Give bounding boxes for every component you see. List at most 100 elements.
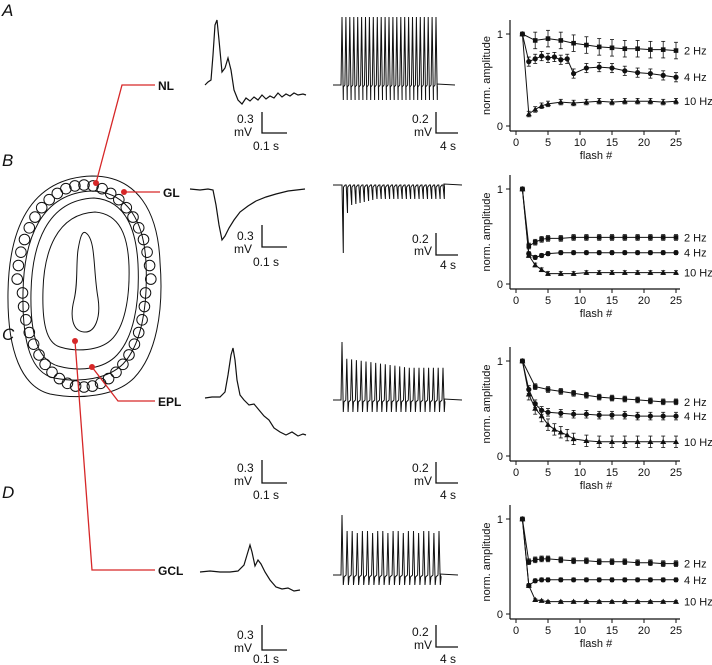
- panel-label-a: A: [1, 1, 13, 20]
- data-point: [635, 397, 640, 403]
- data-point: [647, 98, 654, 104]
- y-axis-label: norm. amplitude: [481, 193, 493, 272]
- panel-label-b: B: [2, 151, 13, 170]
- data-point: [557, 598, 564, 604]
- data-point: [545, 270, 551, 276]
- y-tick-label: 1: [497, 29, 503, 41]
- data-point: [539, 556, 544, 562]
- glomerulus: [33, 349, 45, 361]
- x-tick-label: 25: [670, 295, 682, 307]
- data-point: [673, 48, 679, 53]
- data-point: [545, 421, 551, 427]
- region-label-gcl: GCL: [158, 564, 183, 578]
- data-point: [571, 250, 577, 256]
- data-point: [609, 577, 615, 583]
- data-point: [660, 561, 666, 566]
- train-amp-label-epl: 0.2: [412, 461, 429, 475]
- time-label-nl: 0.1 s: [253, 139, 279, 153]
- data-point: [583, 437, 590, 443]
- data-point: [584, 235, 589, 240]
- data-point: [621, 269, 628, 275]
- x-tick-label: 15: [606, 137, 618, 149]
- glomerulus: [20, 314, 32, 326]
- glomerulus: [27, 338, 40, 351]
- x-tick-label: 10: [574, 625, 586, 637]
- time-label-gcl: 0.1 s: [253, 652, 279, 665]
- time-label-epl: 0.1 s: [253, 488, 279, 502]
- glomerulus: [127, 211, 139, 223]
- marker-dot-epl: [89, 364, 95, 370]
- data-point: [558, 410, 564, 416]
- glomerulus: [139, 287, 152, 299]
- x-tick-label: 0: [513, 137, 519, 149]
- data-point: [609, 598, 615, 604]
- data-point: [660, 47, 666, 52]
- data-point: [583, 577, 590, 583]
- glomerulus: [141, 246, 153, 258]
- series-line: [521, 188, 676, 258]
- series-label: 4 Hz: [684, 411, 707, 423]
- glomerulus: [143, 259, 156, 272]
- data-point: [538, 597, 545, 603]
- data-point: [532, 405, 539, 411]
- bulb-outer-contour: [7, 175, 162, 398]
- glomerulus: [120, 201, 133, 214]
- data-point: [545, 236, 551, 241]
- glomerulus: [29, 211, 41, 223]
- data-point: [545, 387, 551, 392]
- data-point: [673, 438, 679, 444]
- scalebar-epl-single: [261, 460, 287, 484]
- data-point: [584, 42, 589, 48]
- train-trace-gl: [333, 183, 463, 254]
- data-point: [558, 38, 564, 43]
- series-2hz: 2 Hz: [520, 516, 707, 571]
- glomerulus: [43, 193, 56, 206]
- data-point: [558, 236, 564, 241]
- marker-line-nl: [95, 84, 155, 184]
- x-tick-label: 25: [670, 137, 682, 149]
- data-point: [532, 38, 538, 43]
- data-point: [539, 53, 545, 59]
- x-tick-label: 20: [638, 625, 650, 637]
- data-point: [634, 98, 641, 104]
- x-tick-label: 20: [638, 295, 650, 307]
- y-tick-label: 0: [497, 279, 503, 291]
- series-4hz: 4 Hz: [519, 186, 707, 260]
- data-point: [532, 578, 538, 584]
- data-point: [519, 358, 526, 364]
- data-point: [558, 389, 564, 394]
- x-tick-label: 10: [574, 467, 586, 479]
- bulb-glomerular-inner-contour: [22, 190, 147, 381]
- y-tick-label: 1: [497, 514, 503, 526]
- data-point: [621, 438, 628, 444]
- glomerulus: [123, 349, 135, 361]
- x-tick-label: 15: [606, 295, 618, 307]
- data-point: [571, 558, 576, 564]
- data-point: [532, 596, 539, 602]
- x-tick-label: 0: [513, 467, 519, 479]
- series-label: 2 Hz: [684, 397, 707, 409]
- data-point: [635, 560, 640, 565]
- data-point: [660, 598, 667, 604]
- data-point: [583, 269, 590, 275]
- data-point: [596, 64, 602, 70]
- x-axis-label: flash #: [580, 150, 613, 162]
- glomerulus: [17, 300, 30, 313]
- data-point: [635, 70, 641, 76]
- train-amp-label-gcl: 0.2: [412, 625, 429, 639]
- data-point: [545, 598, 551, 604]
- x-tick-label: 15: [606, 467, 618, 479]
- train-unit-gcl: mV: [414, 638, 432, 652]
- series-10hz: 10 Hz: [519, 31, 712, 118]
- data-point: [660, 438, 667, 444]
- amp-unit-gl: mV: [234, 242, 252, 256]
- glomerulus: [18, 233, 31, 246]
- trace-single-epl: [204, 347, 307, 437]
- glomerulus: [102, 372, 115, 385]
- data-point: [571, 40, 576, 46]
